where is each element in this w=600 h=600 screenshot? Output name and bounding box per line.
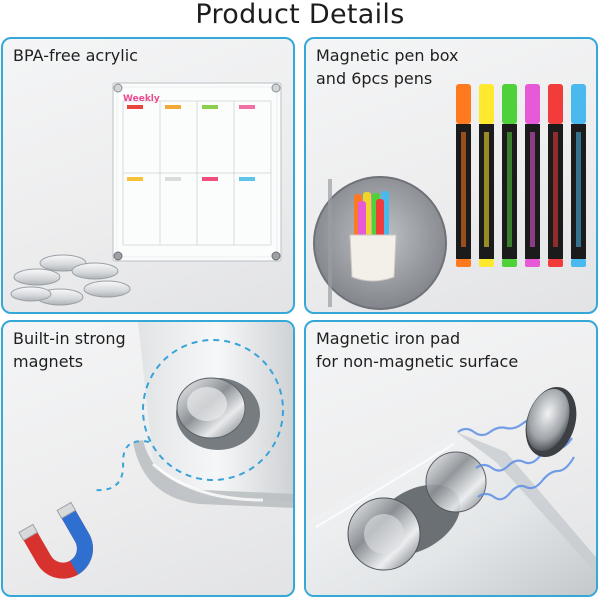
page-title: Product Details: [195, 0, 405, 30]
acrylic-board: [112, 82, 282, 262]
magnet-discs: [10, 254, 131, 306]
pen-row: [456, 84, 586, 267]
panel-bpa-free: Weekly BPA-free acrylic: [1, 37, 295, 314]
marker-pen: [525, 84, 540, 267]
caption-line: for non-magnetic surface: [316, 352, 519, 371]
caption-iron-pad: Magnetic iron pad for non-magnetic surfa…: [316, 327, 518, 373]
marker-pen: [479, 84, 494, 267]
marker-pen: [502, 84, 517, 267]
horseshoe-magnet-icon: [18, 501, 93, 579]
highlight-circle: [142, 339, 284, 481]
caption-line: BPA-free acrylic: [13, 46, 138, 65]
iron-pad: [525, 386, 577, 458]
marker-pen: [548, 84, 563, 267]
caption-line: Built-in strong: [13, 329, 126, 348]
chrome-magnet: [176, 377, 260, 450]
caption-line: and 6pcs pens: [316, 69, 433, 88]
iron-pad-illustration: [306, 386, 596, 595]
pen-box-illustration: [313, 84, 586, 310]
acrylic-board-illustration: Weekly: [10, 82, 282, 306]
pen-box-closeup: [313, 176, 447, 310]
board-title: Weekly: [123, 94, 160, 104]
caption-built-in-magnets: Built-in strong magnets: [13, 327, 126, 373]
panel-iron-pad: Magnetic iron pad for non-magnetic surfa…: [304, 320, 598, 597]
marker-pen: [571, 84, 586, 267]
caption-bpa-free: BPA-free acrylic: [13, 44, 138, 67]
caption-line: magnets: [13, 352, 84, 371]
built-in-magnet-illustration: [18, 322, 293, 579]
caption-line: Magnetic iron pad: [316, 329, 461, 348]
dashed-connector: [94, 440, 150, 492]
chrome-magnet: [347, 451, 487, 571]
caption-line: Magnetic pen box: [316, 46, 459, 65]
marker-pen: [456, 84, 471, 267]
panel-built-in-magnets: Built-in strong magnets: [1, 320, 295, 597]
caption-pen-box: Magnetic pen box and 6pcs pens: [316, 44, 459, 90]
panel-pen-box: Magnetic pen box and 6pcs pens: [304, 37, 598, 314]
